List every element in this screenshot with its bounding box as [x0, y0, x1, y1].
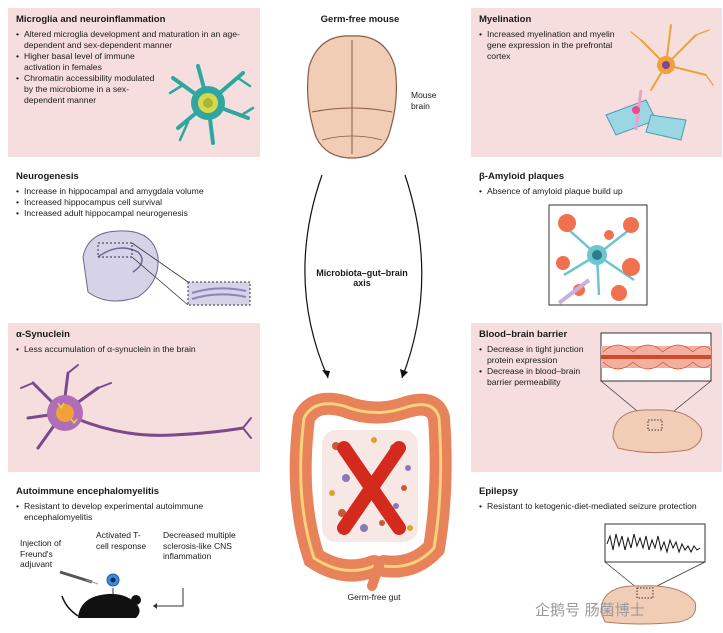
panel-title: Autoimmune encephalomyelitis: [16, 486, 252, 497]
panel-myelination: Myelination Increased myelination and my…: [471, 8, 722, 157]
list-item: Less accumulation of α-synuclein in the …: [16, 344, 252, 355]
list-item: Increase in hippocampal and amygdala vol…: [16, 186, 252, 197]
watermark: 企鹅号 肠菌博士: [535, 599, 645, 620]
list-item: Increased adult hippocampal neurogenesis: [16, 208, 252, 219]
list-item: Higher basal level of immune activation …: [16, 51, 159, 73]
blood-brain-barrier-illustration: [593, 328, 718, 468]
list-item: Increased hippocampus cell survival: [16, 197, 252, 208]
panel-amyloid: β-Amyloid plaques Absence of amyloid pla…: [471, 165, 722, 315]
panel-title: Neurogenesis: [16, 171, 252, 182]
oligodendrocyte-illustration: [601, 20, 716, 150]
panel-neurogenesis: Neurogenesis Increase in hippocampal and…: [8, 165, 260, 315]
mouse-injection-illustration: [58, 568, 208, 624]
neuron-illustration: [13, 363, 253, 463]
germ-free-mouse-title: Germ-free mouse: [300, 14, 420, 25]
microglia-cell-illustration: [158, 58, 258, 148]
list-item: Resistant to ketogenic-diet-mediated sei…: [479, 501, 709, 512]
axis-label: Microbiota–gut–brain axis: [312, 268, 412, 288]
germ-free-gut-label: Germ-free gut: [334, 592, 414, 603]
list-item: Chromatin accessibility modulated by the…: [16, 73, 164, 106]
sclerosis-label: Decreased multiple sclerosis-like CNS in…: [163, 530, 253, 562]
mouse-brain-label: Mouse brain: [411, 90, 451, 111]
mouse-brain-illustration: [300, 32, 405, 160]
amyloid-plaques-illustration: [549, 205, 647, 305]
injection-label: Injection of Freund's adjuvant: [20, 538, 78, 570]
list-item: Resistant to develop experimental autoim…: [16, 501, 252, 523]
tcell-label: Activated T-cell response: [96, 530, 151, 551]
panel-synuclein: α-Synuclein Less accumulation of α-synuc…: [8, 323, 260, 472]
hippocampus-section-illustration: [78, 227, 258, 307]
panel-title: Epilepsy: [479, 486, 714, 497]
panel-title: α-Synuclein: [16, 329, 252, 340]
panel-title: Microglia and neuroinflammation: [16, 14, 252, 25]
panel-microglia: Microglia and neuroinflammation Altered …: [8, 8, 260, 157]
list-item: Absence of amyloid plaque build up: [479, 186, 714, 197]
panel-bbb: Blood–brain barrier Decrease in tight ju…: [471, 323, 722, 472]
germ-free-gut-illustration: [284, 378, 452, 588]
list-item: Decrease in tight junction protein expre…: [479, 344, 597, 366]
list-item: Altered microglia development and matura…: [16, 29, 244, 51]
panel-autoimmune: Autoimmune encephalomyelitis Resistant t…: [8, 480, 260, 628]
panel-title: β-Amyloid plaques: [479, 171, 714, 182]
list-item: Decrease in blood–brain barrier permeabi…: [479, 366, 597, 388]
